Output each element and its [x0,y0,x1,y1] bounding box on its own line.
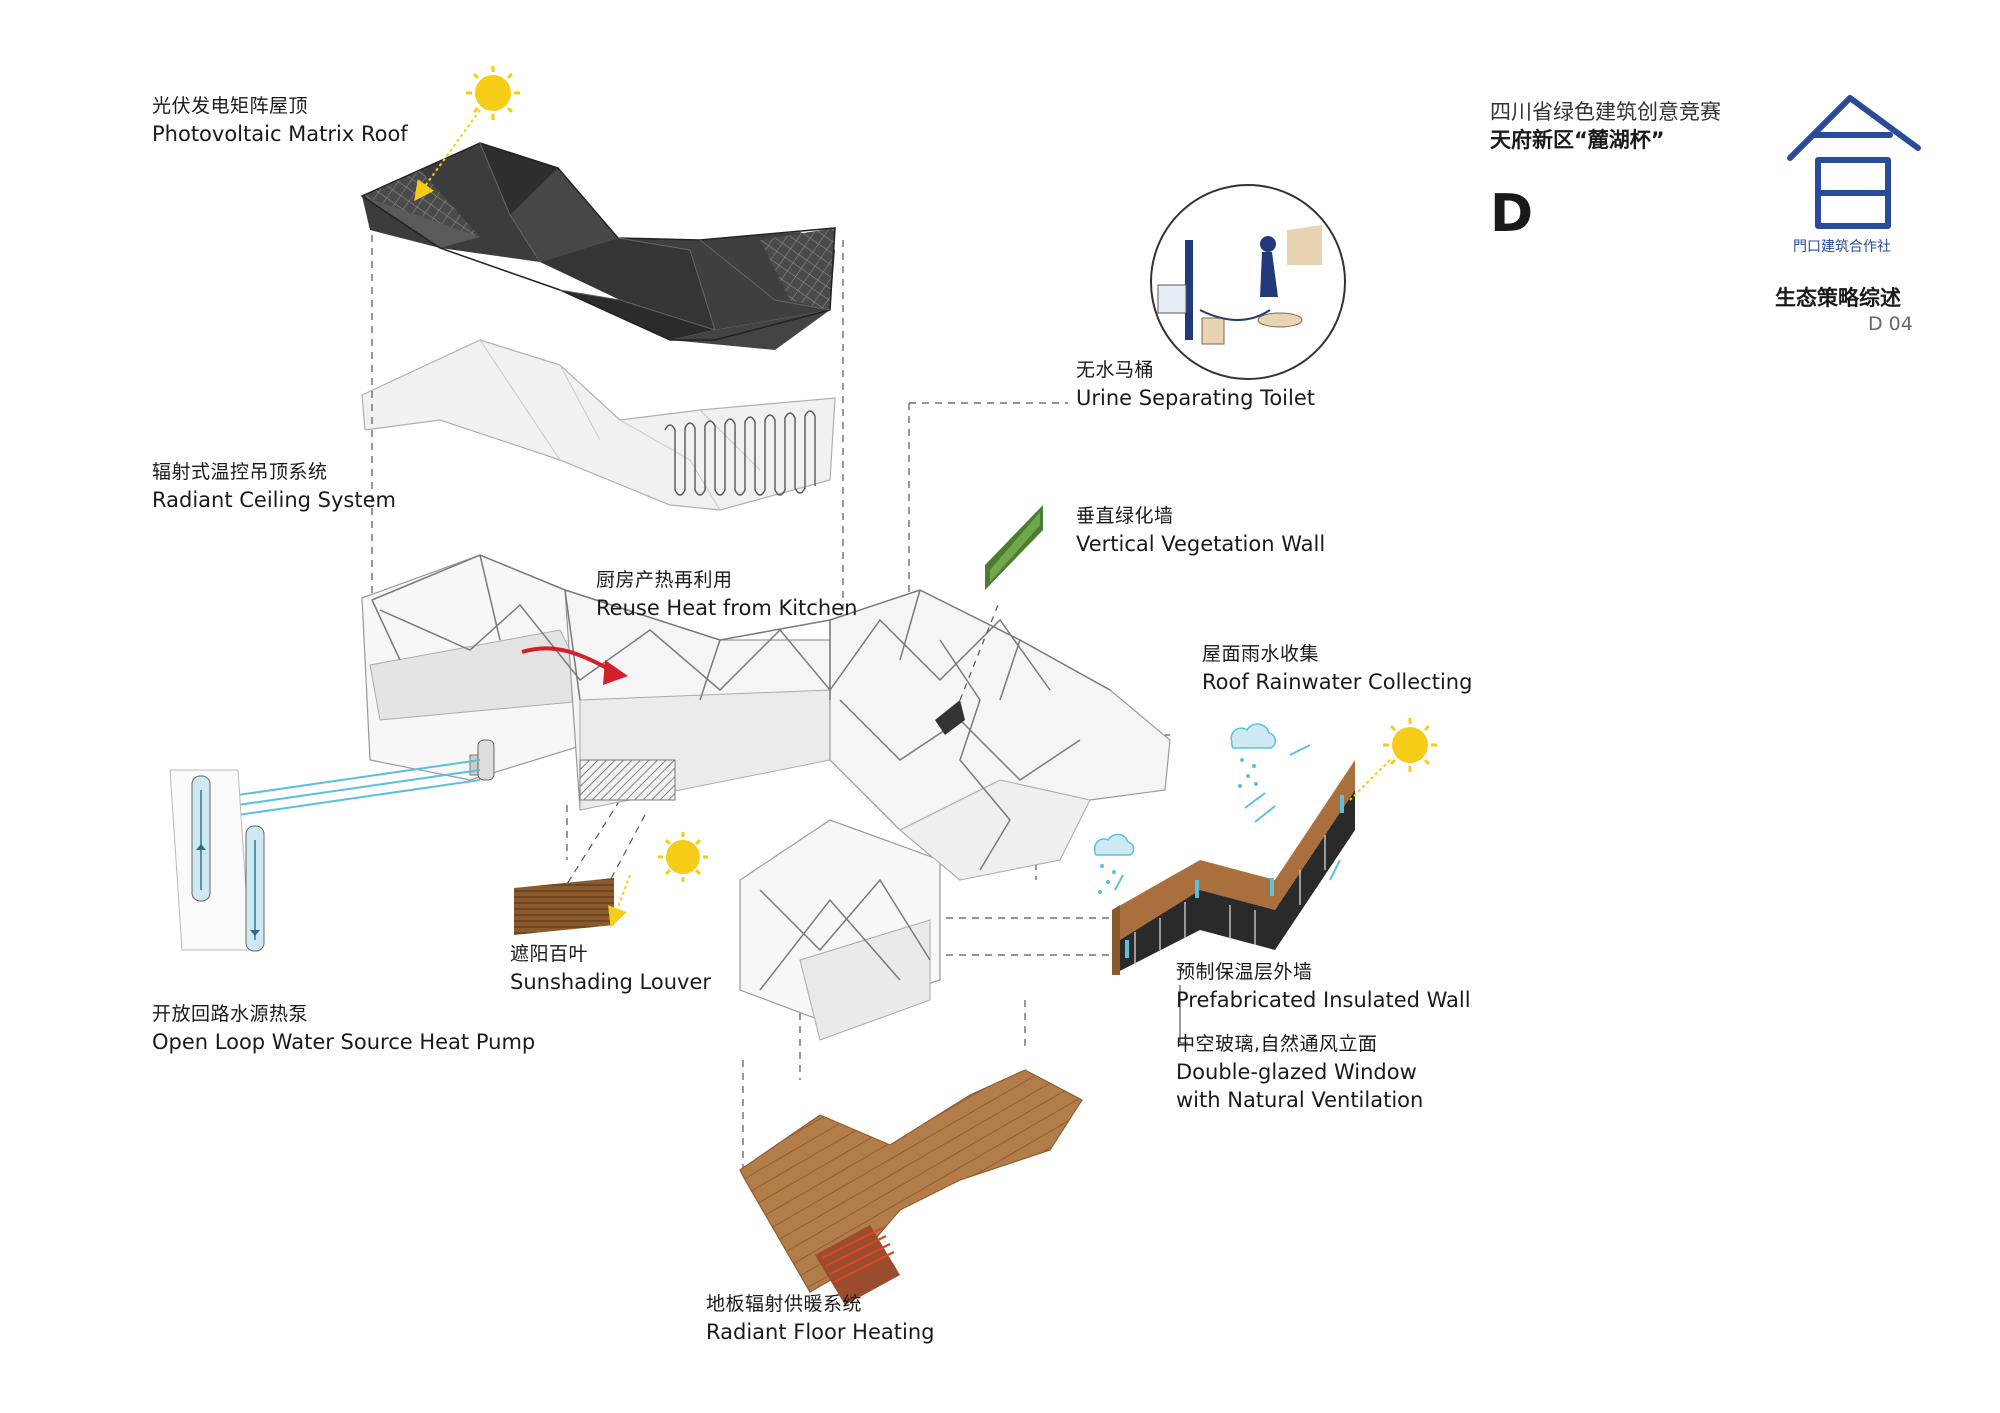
radiant-floor [739,1069,1083,1305]
label-floor-heating: 地板辐射供暖系统 Radiant Floor Heating [706,1292,934,1346]
rain-cloud-icon [1094,723,1277,894]
leader-lines [1179,985,1188,1044]
sun-icon-roof [414,66,520,202]
sunshading-louver [514,874,631,935]
label-veg-wall-en: Vertical Vegetation Wall [1076,531,1326,556]
competition-subtitle: 天府新区“麓湖杯” [1490,128,1665,152]
sun-icon-facade [1349,718,1437,801]
label-glazed-window-en2: with Natural Ventilation [1176,1087,1424,1112]
sun-icon-louver [658,832,708,882]
competition-title: 四川省绿色建筑创意竞赛 [1490,100,1721,124]
label-rainwater-cn: 屋面雨水收集 [1202,643,1320,665]
label-insulated-wall: 预制保温层外墙 Prefabricated Insulated Wall [1176,960,1471,1014]
label-veg-wall: 垂直绿化墙 Vertical Vegetation Wall [1076,504,1325,558]
vegetation-wall [935,505,1043,735]
logo-mark [1787,95,1921,229]
pv-roof [360,142,836,350]
label-radiant-ceiling-en: Radiant Ceiling System [152,487,396,512]
facade-wall [1112,744,1355,975]
label-floor-heating-en: Radiant Floor Heating [706,1319,935,1344]
label-heat-pump: 开放回路水源热泵 Open Loop Water Source Heat Pum… [152,1002,535,1056]
label-radiant-ceiling-cn: 辐射式温控吊顶系统 [152,461,328,483]
label-louver: 遮阳百叶 Sunshading Louver [510,942,711,996]
label-glazed-window-en1: Double-glazed Window [1176,1059,1417,1084]
page-title: 生态策略综述 [1775,286,1901,310]
section-letter: D [1490,184,1534,244]
label-pv-roof-cn: 光伏发电矩阵屋顶 [152,95,309,117]
label-kitchen-heat-en: Reuse Heat from Kitchen [596,595,858,620]
label-kitchen-heat: 厨房产热再利用 Reuse Heat from Kitchen [596,568,857,622]
heat-pump-wells [169,769,265,952]
label-louver-en: Sunshading Louver [510,969,712,994]
page-code: D 04 [1868,313,1913,335]
label-louver-cn: 遮阳百叶 [510,943,589,965]
label-insulated-wall-en: Prefabricated Insulated Wall [1176,987,1471,1012]
radiant-ceiling [361,339,836,511]
guide-lines [371,235,1170,1170]
label-heat-pump-en: Open Loop Water Source Heat Pump [152,1029,536,1054]
label-floor-heating-cn: 地板辐射供暖系统 [706,1293,863,1315]
label-insulated-wall-cn: 预制保温层外墙 [1176,961,1313,983]
building-frame [237,554,1171,1041]
label-pv-roof: 光伏发电矩阵屋顶 Photovoltaic Matrix Roof [152,94,408,148]
label-toilet: 无水马桶 Urine Separating Toilet [1076,358,1315,412]
label-radiant-ceiling: 辐射式温控吊顶系统 Radiant Ceiling System [152,460,396,514]
label-veg-wall-cn: 垂直绿化墙 [1076,505,1174,527]
toilet-diagram [1150,184,1346,380]
label-glazed-window-cn: 中空玻璃,自然通风立面 [1176,1033,1378,1055]
label-heat-pump-cn: 开放回路水源热泵 [152,1003,309,1025]
label-kitchen-heat-cn: 厨房产热再利用 [596,569,733,591]
label-rainwater-en: Roof Rainwater Collecting [1202,669,1473,694]
label-pv-roof-en: Photovoltaic Matrix Roof [152,121,408,146]
label-toilet-cn: 无水马桶 [1076,359,1155,381]
logo-org-name: 門口建筑合作社 [1793,239,1891,255]
kitchen-heat-arrow [521,646,628,685]
label-glazed-window: 中空玻璃,自然通风立面 Double-glazed Window with Na… [1176,1032,1423,1114]
label-toilet-en: Urine Separating Toilet [1076,385,1316,410]
label-rainwater: 屋面雨水收集 Roof Rainwater Collecting [1202,642,1472,696]
